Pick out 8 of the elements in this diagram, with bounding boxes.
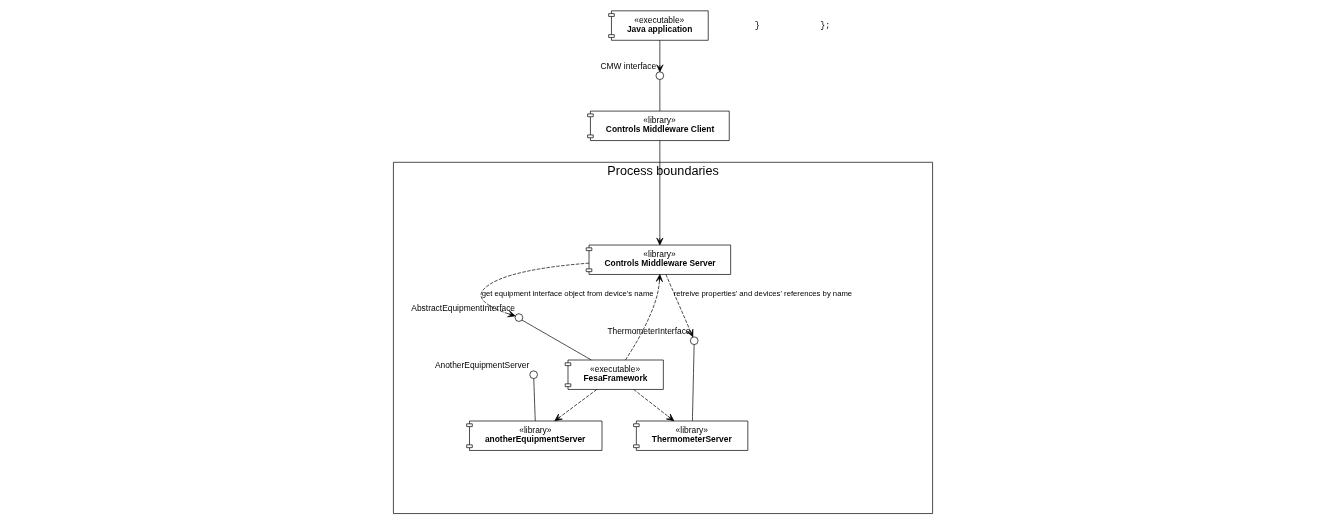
node-label: ThermometerInterface <box>607 326 691 337</box>
node-label: AnotherEquipmentServer <box>434 360 530 371</box>
label: } <box>754 20 760 31</box>
label: }; <box>820 20 831 31</box>
edge-label: get equipment interface object from device's name <box>481 289 654 299</box>
node-label: AbstractEquipmentInterface <box>411 303 516 314</box>
edge-label: retreive properties' and devices' references by name <box>673 289 853 299</box>
node-label: CMW interface <box>600 61 657 72</box>
